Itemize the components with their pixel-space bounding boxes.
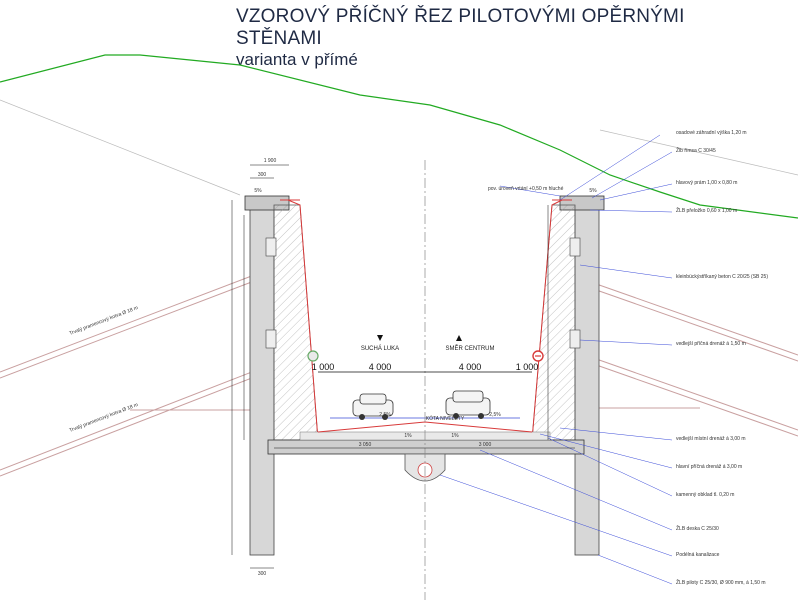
anchor-right-1b <box>584 285 798 362</box>
sign-left-icon <box>307 350 319 362</box>
leader-2 <box>591 151 673 199</box>
red-line-right <box>531 199 563 441</box>
terrain-slope-left <box>0 99 241 196</box>
leader-11 <box>439 474 673 557</box>
dim-shoulder-right: 1 000 <box>516 362 539 372</box>
note-right-8: hlavní příčná drenáž á 3,00 m <box>676 464 742 470</box>
leader-8 <box>539 433 673 469</box>
leader-12 <box>597 554 673 585</box>
anchor-left-2b <box>0 373 263 477</box>
arrow-up-icon <box>456 335 462 341</box>
dim-base-left: 3 050 <box>359 442 372 448</box>
leader-9 <box>547 437 673 497</box>
drawing-subtitle: varianta v přímé <box>236 50 358 69</box>
anchor-right-2b <box>584 360 798 437</box>
facing-wall-left <box>273 204 319 441</box>
dim-top-left: 1 900 <box>264 158 277 164</box>
arrow-down-icon <box>377 335 383 341</box>
leader-top <box>499 185 561 197</box>
title-block: VZOROVÝ PŘÍČNÝ ŘEZ PILOTOVÝMI OPĚRNÝMI S… <box>236 6 756 70</box>
leader-10 <box>479 449 673 531</box>
note-right-3: hlavový prám 1,00 x 0,80 m <box>676 180 737 186</box>
drain-right-1 <box>569 237 581 257</box>
kota-label: KÓTA NIVELETY <box>426 415 465 422</box>
dim-base-right: 3 000 <box>479 442 492 448</box>
note-right-7: vedlejší místní drenáž á 3,00 m <box>676 436 745 442</box>
anchor-right-1 <box>584 279 798 356</box>
dim-top-left-sub: 300 <box>258 172 267 178</box>
anchor-left-1b <box>0 277 263 379</box>
terrain-slope-right <box>599 129 798 176</box>
facing-wall-right <box>531 204 576 441</box>
cap-slope-left: 5% <box>254 188 262 194</box>
dim-pile-bottom: 300 <box>258 571 267 577</box>
note-right-10: ŽLB deska C 25/30 <box>676 524 719 532</box>
leader-4 <box>589 209 673 213</box>
leader-6 <box>579 339 673 346</box>
dim-lane-left: 4 000 <box>369 362 392 372</box>
leader-5 <box>579 264 673 279</box>
slope-mid: 1% <box>404 433 412 439</box>
note-right-4: ŽLB přeložko 0,60 x 1,00 m <box>676 206 737 214</box>
note-right-1: osadové záhradní výška 1,20 m <box>676 130 747 136</box>
drain-left-1 <box>265 237 277 257</box>
note-right-6: vedlejší příčná drenáž á 1,50 m <box>676 341 746 347</box>
red-line-left <box>287 199 319 441</box>
road-surface <box>317 421 533 433</box>
direction-left: SUCHÁ LUKA <box>361 345 399 352</box>
cap-slope-right: 5% <box>589 188 597 194</box>
car-right <box>445 390 491 419</box>
dim-lane-right: 4 000 <box>459 362 482 372</box>
note-right-5: kleinbückýstříkaný beton C 20/25 (SB 25) <box>676 274 768 280</box>
drawing-title: VZOROVÝ PŘÍČNÝ ŘEZ PILOTOVÝMI OPĚRNÝMI S… <box>236 6 685 49</box>
note-right-2: Žlb římsa C 30/45 <box>676 146 716 154</box>
top-note: pov. úroveň vrtání +0,50 m hluché <box>488 186 564 192</box>
note-right-11: Podélná kanalizace <box>676 552 720 558</box>
leader-7 <box>559 427 673 441</box>
note-right-12: ŽLB piloty C 25/30, Ø 900 mm, á 1,50 m <box>676 578 766 586</box>
slope-right: 2,5% <box>489 412 501 418</box>
direction-right: SMĚR CENTRUM <box>446 344 495 352</box>
anchor-right-2 <box>584 354 798 431</box>
dim-shoulder-left: 1 000 <box>312 362 335 372</box>
slope-left: 2,5% <box>379 412 391 418</box>
base-slab <box>267 439 585 455</box>
note-right-9: kamenný obklad tl. 0,20 m <box>676 492 734 498</box>
anchor-left-1 <box>0 271 263 373</box>
terrain-line <box>0 54 798 219</box>
drain-right-2 <box>569 329 581 349</box>
drain-left-2 <box>265 329 277 349</box>
leader-3 <box>599 183 673 201</box>
slope-mid2: 1% <box>451 433 459 439</box>
anchor-left-2 <box>0 367 263 471</box>
car-left <box>352 393 394 420</box>
leader-1 <box>559 134 661 201</box>
